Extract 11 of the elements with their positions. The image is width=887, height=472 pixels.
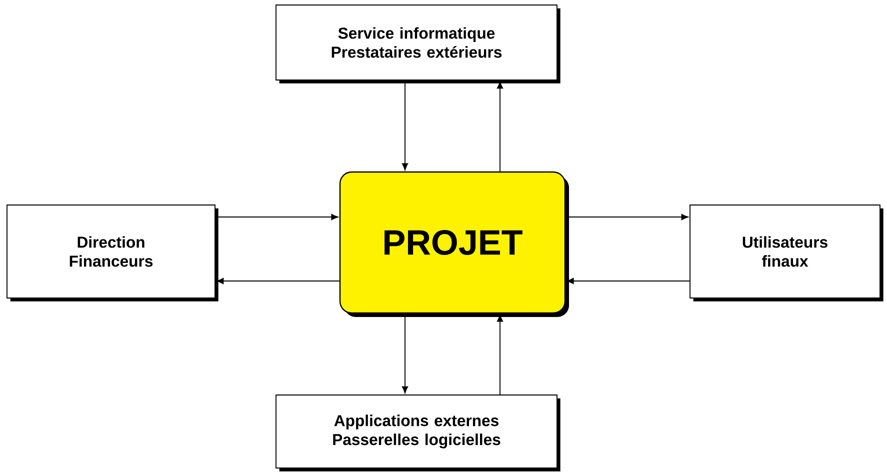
process-box: Utilisateurs finaux <box>690 204 884 302</box>
process-box: Direction Financeurs <box>6 204 218 302</box>
process-box: Service informatique Prestataires extérieurs <box>276 4 560 84</box>
project-box: PROJET <box>339 171 569 317</box>
arrow <box>496 82 504 172</box>
arrow <box>496 314 504 395</box>
process-box: Applications externes Passerelles logicielles <box>276 394 560 472</box>
arrow <box>566 278 690 284</box>
arrow <box>215 214 338 220</box>
arrow <box>402 80 408 170</box>
arrow <box>216 278 340 284</box>
